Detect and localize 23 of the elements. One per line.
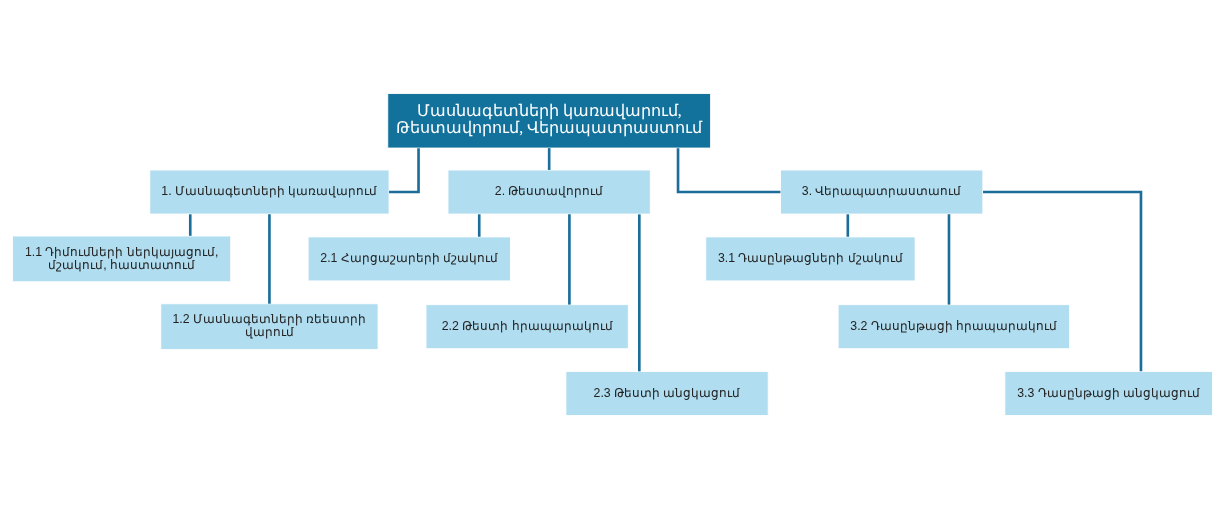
node-box: 1. Մասնագետների կառավարում	[149, 169, 390, 214]
connector	[477, 213, 481, 237]
node-box: 3.1 Դասընթացների մշակում	[705, 235, 916, 281]
connector	[268, 213, 271, 304]
node-box: 3. Վերապատրաստաում	[780, 169, 984, 214]
node-box: 3.3 Դասընթացի անցկացում	[1004, 370, 1213, 416]
connector	[389, 147, 420, 193]
node-box: 1.2 Մասնագետների ռեեստրի վարում	[160, 302, 379, 350]
node-box: 2.2 Թեստի հրապարակում	[425, 303, 629, 349]
connector	[846, 213, 850, 237]
connector	[676, 147, 781, 193]
connector	[547, 147, 551, 170]
node-box: Մասնագետների կառավարում, Թեստավորում, Վերապատրաստում	[387, 92, 712, 148]
node-box: 2.1 Հարցաշարերի մշակում	[307, 235, 511, 281]
node-box: 3.2 Դասընթացի հրապարակում	[837, 303, 1070, 349]
connector	[188, 213, 192, 236]
node-box: 2.3 Թեստի անցկացում	[565, 370, 769, 416]
node-box: 1.1 Դիմումների ներկայացում, մշակում, հաստատում	[12, 235, 232, 282]
node-box: 2. Թեստավորում	[447, 169, 651, 214]
connector	[983, 190, 1143, 371]
connector	[568, 213, 571, 305]
connector	[638, 213, 641, 371]
connector	[947, 213, 951, 305]
